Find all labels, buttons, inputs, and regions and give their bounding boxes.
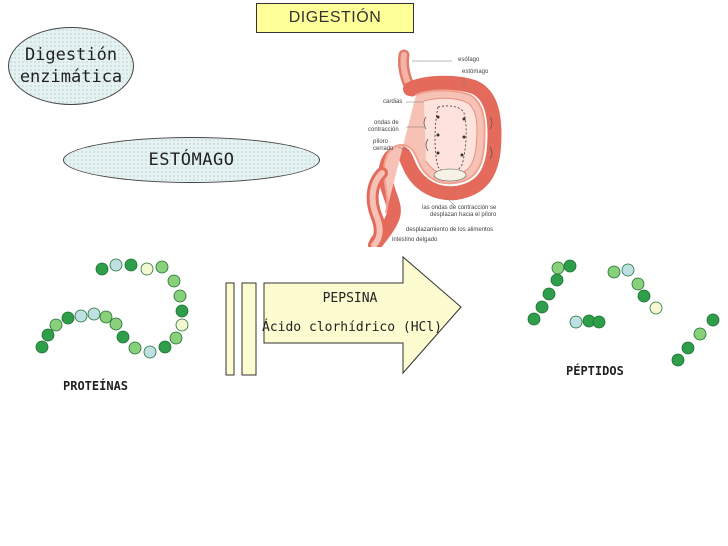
protein-bead xyxy=(173,289,187,303)
label-estomago: estómago xyxy=(462,69,489,75)
peptide-bead xyxy=(535,300,549,314)
enzymatic-line-1: Digestión xyxy=(24,45,118,65)
peptide-bead xyxy=(542,287,556,301)
protein-bead xyxy=(140,262,154,276)
label-ondas-2: contracción xyxy=(368,127,399,133)
arrow-bar-1 xyxy=(225,282,235,376)
peptide-bead xyxy=(592,315,606,329)
label-ondas-1: ondas de xyxy=(374,120,399,126)
arrow-body xyxy=(263,255,462,375)
peptide-bead xyxy=(671,353,685,367)
product-label: PÉPTIDOS xyxy=(566,364,624,378)
acid-label: Ácido clorhídrico (HCl) xyxy=(262,320,443,335)
protein-bead xyxy=(74,309,88,323)
page-title: DIGESTIÓN xyxy=(256,3,414,33)
stomach-drawing xyxy=(366,49,502,251)
label-piloro-2: cerrado xyxy=(373,146,394,152)
peptide-bead xyxy=(569,315,583,329)
protein-bead xyxy=(175,318,189,332)
protein-bead xyxy=(155,260,169,274)
label-desplazan-2: desplazan hacia el píloro xyxy=(430,212,497,218)
protein-chain xyxy=(35,258,189,359)
label-cardias: cardias xyxy=(383,99,403,105)
peptide-bead xyxy=(563,259,577,273)
organ-label: ESTÓMAGO xyxy=(148,150,235,170)
enzymatic-digestion-oval: Digestión enzimática xyxy=(8,27,134,105)
protein-bead xyxy=(99,310,113,324)
stomach-illustration: esófago estómago cardias ondas de contra… xyxy=(346,47,512,251)
protein-bead xyxy=(169,331,183,345)
enzyme-label: PEPSINA xyxy=(322,291,378,306)
enzymatic-line-2: enzimática xyxy=(19,67,123,87)
peptide-bead xyxy=(681,341,695,355)
protein-bead xyxy=(49,318,63,332)
protein-bead xyxy=(35,340,49,354)
label-intestino: intestino delgado xyxy=(392,237,438,243)
protein-bead xyxy=(95,262,109,276)
protein-bead xyxy=(61,311,75,325)
label-desplazan-1: las ondas de contracción se xyxy=(422,205,497,211)
protein-bead xyxy=(41,328,55,342)
protein-bead xyxy=(109,258,123,272)
peptide-bead xyxy=(693,327,707,341)
peptide-chains xyxy=(527,259,720,367)
label-alimentos: desplazamiento de los alimentos xyxy=(406,227,494,233)
peptide-bead xyxy=(607,265,621,279)
protein-bead xyxy=(116,330,130,344)
organ-oval: ESTÓMAGO xyxy=(63,137,320,183)
peptide-bead xyxy=(631,277,645,291)
protein-bead xyxy=(109,317,123,331)
protein-bead xyxy=(175,304,189,318)
label-piloro-1: píloro xyxy=(373,139,389,145)
reaction-arrow xyxy=(225,255,462,376)
protein-bead xyxy=(167,274,181,288)
peptide-bead xyxy=(649,301,663,315)
peptide-bead xyxy=(550,273,564,287)
protein-bead xyxy=(128,341,142,355)
label-esofago: esófago xyxy=(458,57,480,63)
peptide-bead xyxy=(637,289,651,303)
protein-bead xyxy=(143,345,157,359)
substrate-label: PROTEÍNAS xyxy=(63,379,129,393)
protein-bead xyxy=(87,307,101,321)
protein-bead xyxy=(124,258,138,272)
peptide-bead xyxy=(706,313,720,327)
protein-bead xyxy=(158,340,172,354)
peptide-bead xyxy=(621,263,635,277)
peptide-bead xyxy=(551,261,565,275)
peptide-bead xyxy=(527,312,541,326)
arrow-bar-2 xyxy=(241,282,257,376)
